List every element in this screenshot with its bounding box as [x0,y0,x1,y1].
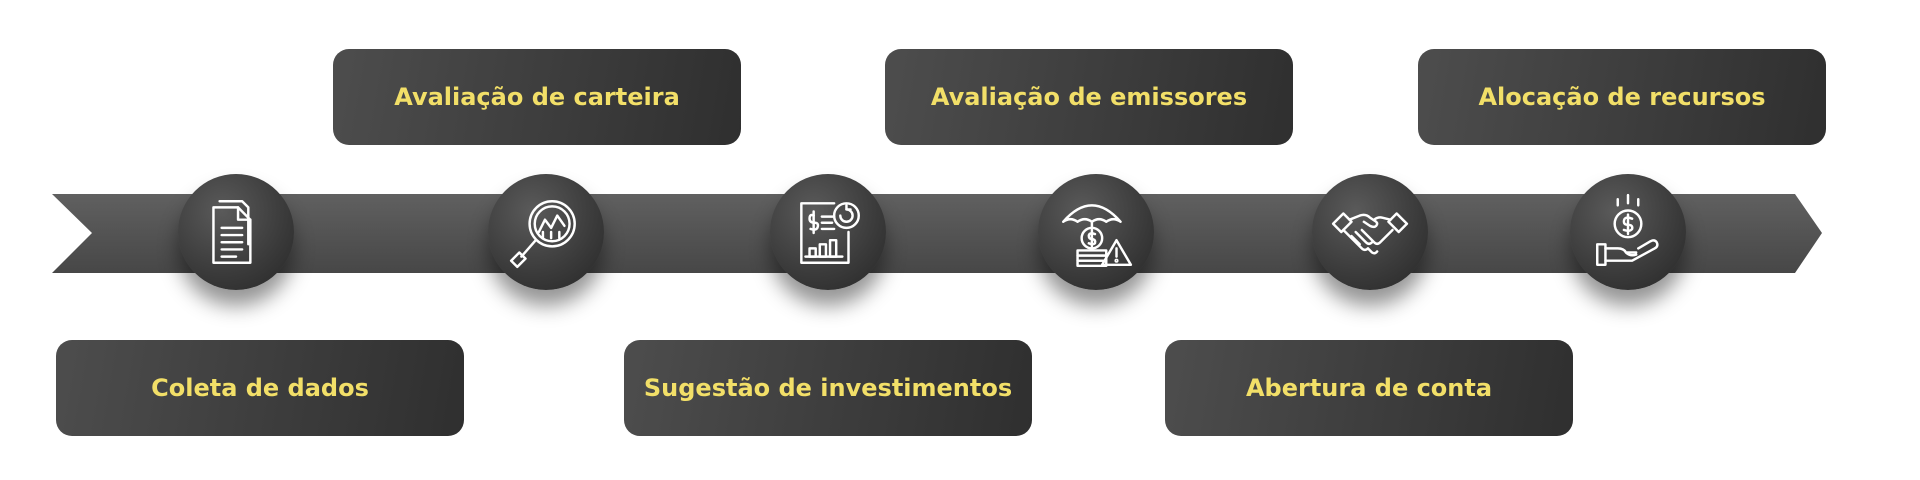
step-label-box-avaliacao-de-carteira: Avaliação de carteira [333,49,741,145]
step-label: Sugestão de investimentos [643,374,1013,402]
step-label: Coleta de dados [151,374,369,402]
step-circle-coleta-de-dados [178,174,294,290]
magnifier-chart-icon [509,200,576,269]
financial-report-icon [800,202,860,264]
step-label: Alocação de recursos [1478,83,1766,111]
step-circle-alocacao-de-recursos [1570,174,1686,290]
hand-coin-icon [1596,193,1659,267]
step-label: Avaliação de carteira [394,83,680,111]
step-label: Avaliação de emissores [930,83,1248,111]
step-circle-abertura-de-conta [1312,174,1428,290]
step-label-box-alocacao-de-recursos: Alocação de recursos [1418,49,1826,145]
handshake-icon [1331,212,1409,255]
step-label: Abertura de conta [1245,374,1493,402]
step-circle-sugestao-de-investimentos [770,174,886,290]
step-circle-avaliacao-de-carteira [488,174,604,290]
step-label-box-sugestao-de-investimentos: Sugestão de investimentos [624,340,1032,436]
step-circle-avaliacao-de-emissores [1038,174,1154,290]
step-label-box-coleta-de-dados: Coleta de dados [56,340,464,436]
step-label-box-abertura-de-conta: Abertura de conta [1165,340,1573,436]
step-label-box-avaliacao-de-emissores: Avaliação de emissores [885,49,1293,145]
document-icon [212,200,252,264]
umbrella-risk-icon [1061,204,1133,268]
